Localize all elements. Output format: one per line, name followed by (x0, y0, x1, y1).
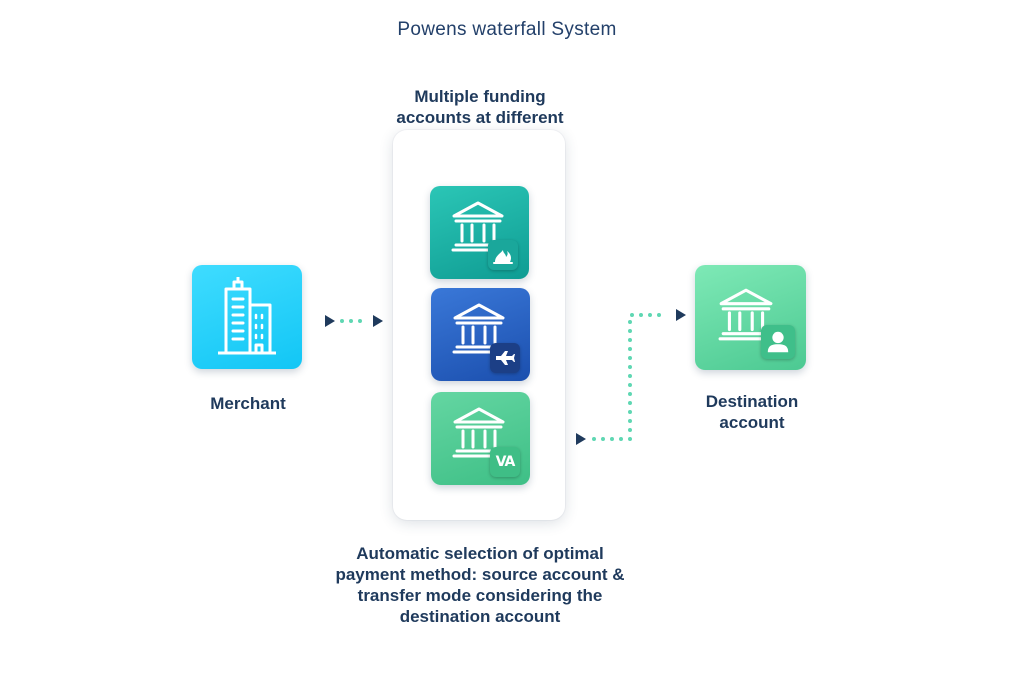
va-logo-icon: VA (495, 454, 516, 470)
panel-to-destination-connector (576, 309, 686, 445)
destination-account-tile (695, 265, 806, 370)
user-icon (767, 331, 789, 353)
selection-caption: Automatic selection of optimal payment m… (335, 544, 625, 626)
bank-tile-1 (430, 186, 529, 279)
flame-logo-badge (488, 240, 518, 270)
user-badge (761, 325, 795, 359)
arrow-head-start (576, 433, 586, 445)
va-logo-badge: VA (490, 447, 520, 477)
merchant-tile (192, 265, 302, 369)
bank-tile-3: VA (431, 392, 530, 485)
merchant-to-panel-connector (325, 315, 383, 327)
destination-label: Destination account (705, 392, 799, 432)
arrow-head-end (676, 309, 686, 321)
office-building-icon (218, 277, 276, 355)
arrow-head-end (373, 315, 383, 327)
arrow-head-start (325, 315, 335, 327)
bank-tile-2 (431, 288, 530, 381)
diagram-title: Powens waterfall System (397, 19, 617, 40)
plane-logo-badge (490, 343, 520, 373)
dotted-line (592, 313, 670, 441)
merchant-label: Merchant (210, 394, 286, 413)
flame-logo-icon (493, 250, 513, 264)
plane-icon (496, 351, 515, 365)
